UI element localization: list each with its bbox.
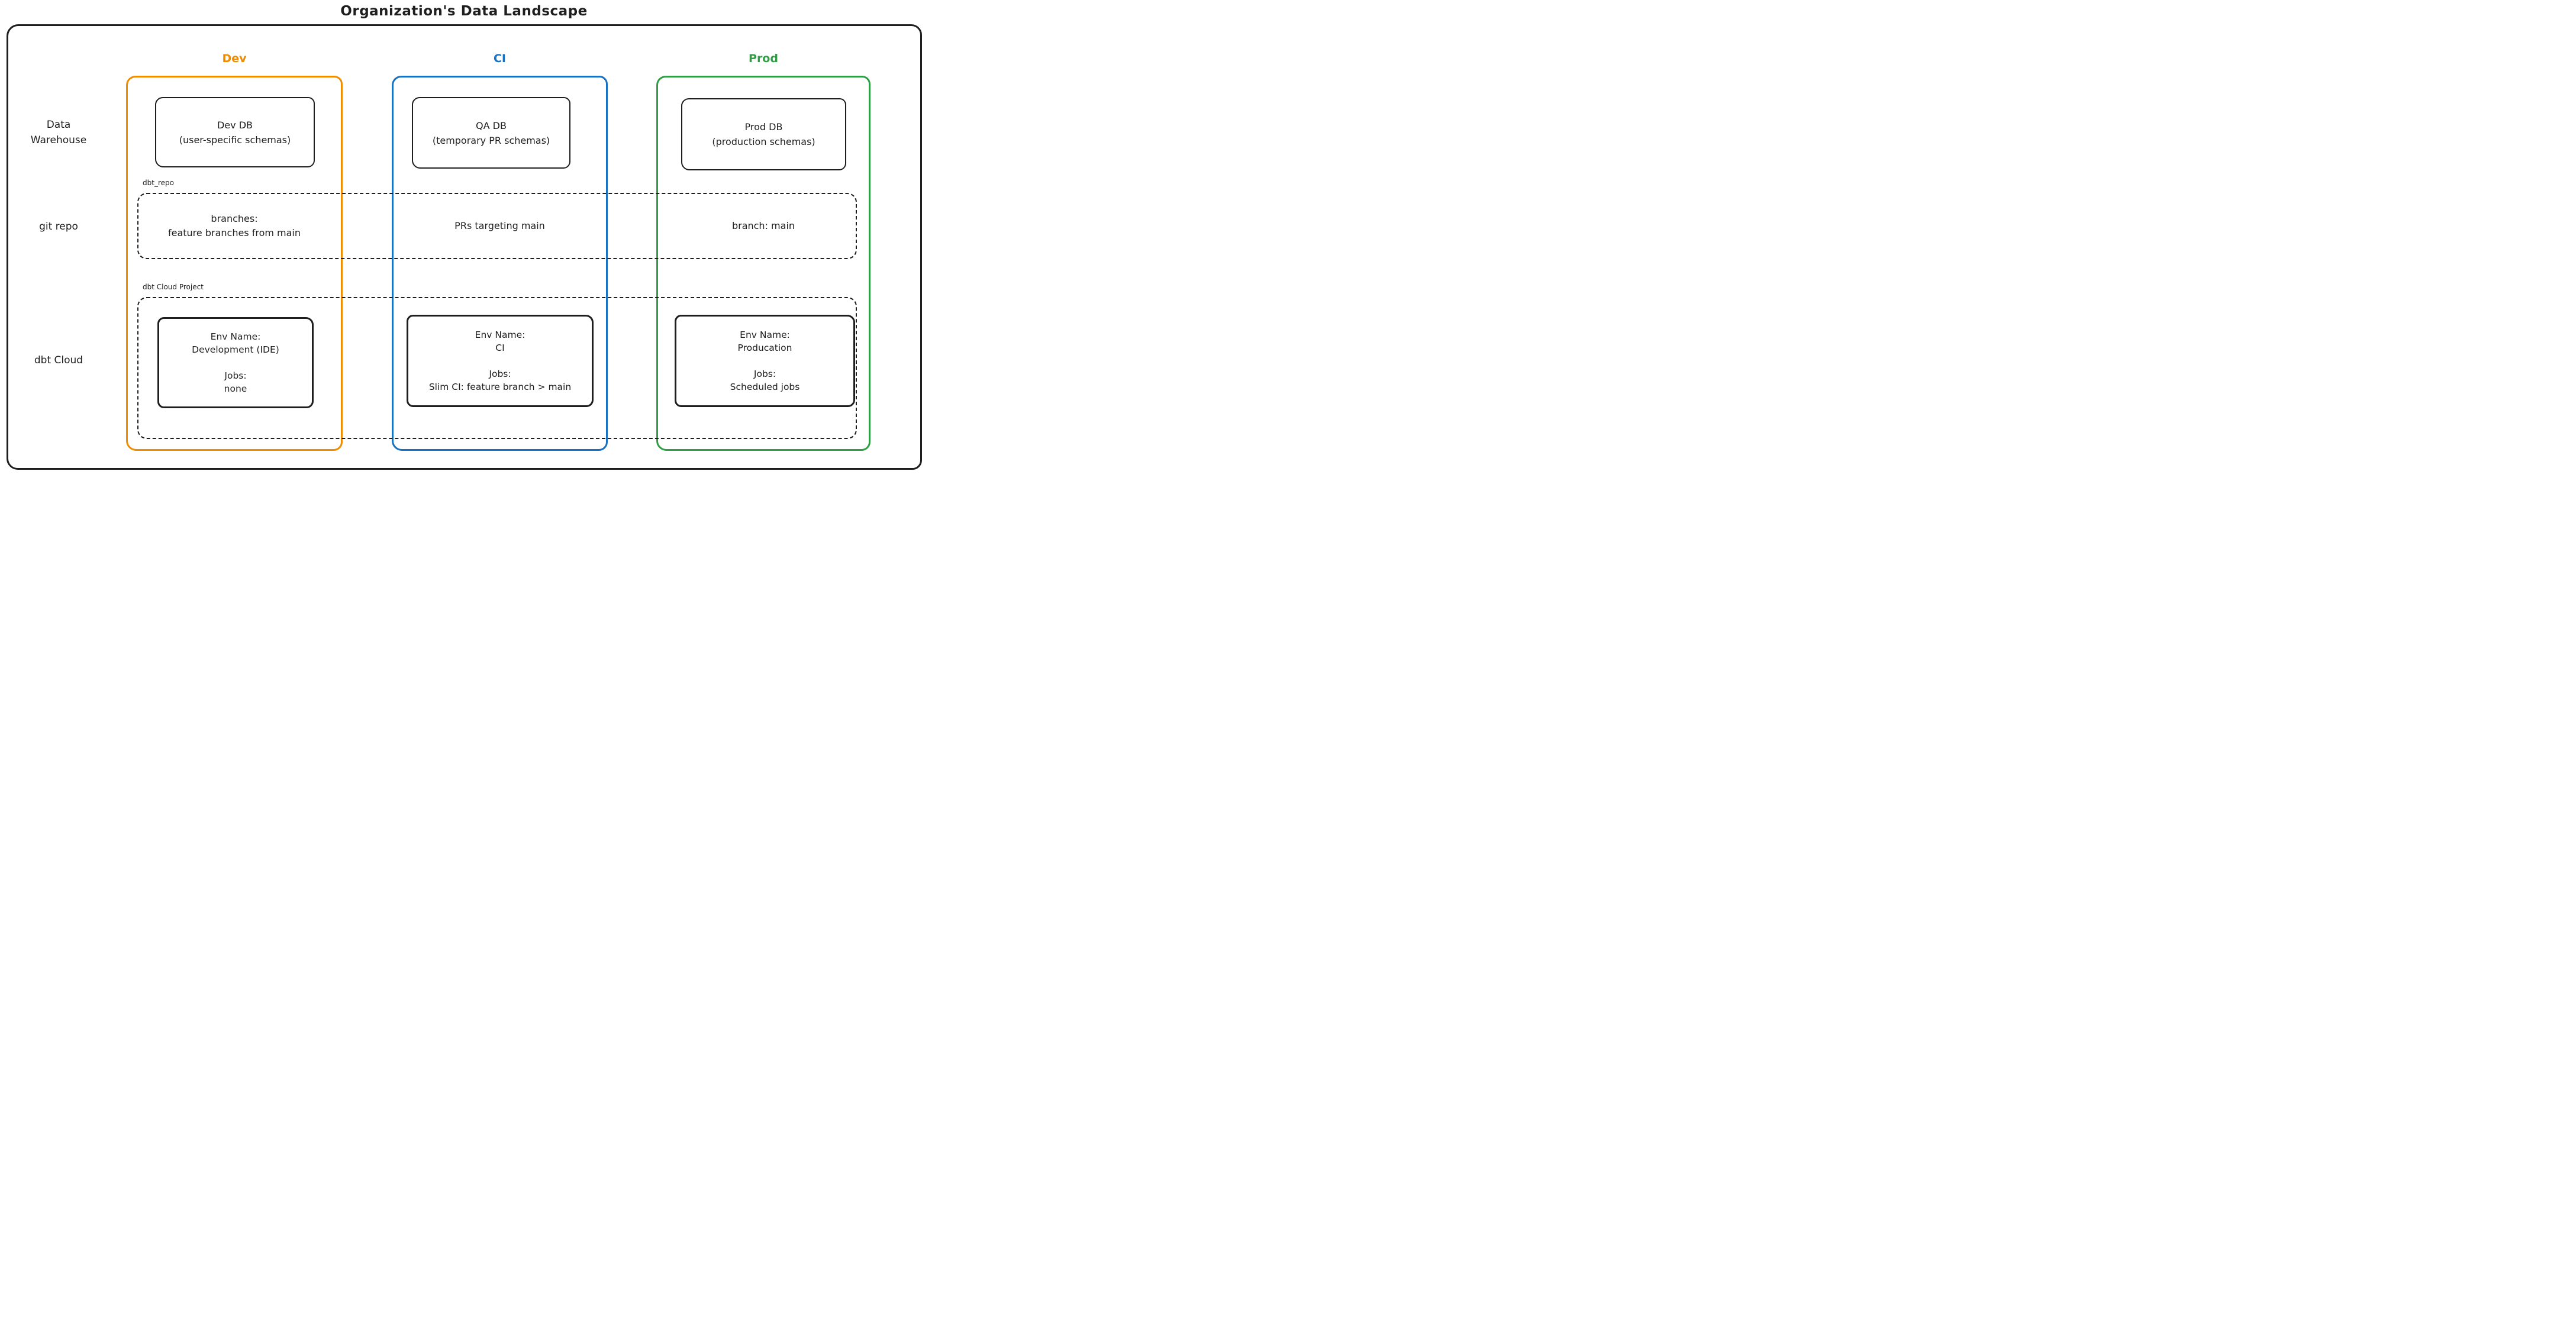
diagram-outer-frame — [7, 24, 922, 470]
ci-env-name: CI — [495, 343, 505, 353]
column-header-ci: CI — [493, 52, 506, 65]
row-label-dbt-cloud: dbt Cloud — [34, 354, 83, 366]
prod-git-text: branch: main — [731, 220, 795, 231]
qa-db-name: QA DB — [476, 120, 507, 131]
prod-column-frame — [656, 76, 871, 451]
ci-column-frame — [392, 76, 608, 451]
column-header-dev: Dev — [222, 52, 247, 65]
row-label-data-warehouse-line1: Data — [46, 119, 71, 131]
row-label-data-warehouse-line2: Warehouse — [30, 134, 87, 146]
diagram-canvas: Organization's Data Landscape Dev CI Pro… — [0, 0, 928, 474]
dbt-repo-label: dbt_repo — [143, 179, 174, 187]
ci-jobs-label: Jobs: — [489, 369, 511, 379]
ci-jobs-value: Slim CI: feature branch > main — [428, 382, 572, 392]
dev-env-box: Env Name: Development (IDE) Jobs: none — [157, 317, 314, 408]
prod-db-name: Prod DB — [744, 121, 783, 133]
dev-env-name: Development (IDE) — [192, 344, 279, 355]
dev-git-line2: feature branches from main — [167, 227, 301, 238]
prod-jobs-label: Jobs: — [753, 369, 776, 379]
dev-jobs-value: none — [224, 383, 247, 394]
dev-env-label: Env Name: — [210, 331, 261, 342]
qa-db-box: QA DB (temporary PR schemas) — [412, 97, 570, 169]
prod-env-name: Producation — [737, 343, 792, 353]
page-title: Organization's Data Landscape — [340, 4, 588, 19]
dev-git-text: branches: feature branches from main — [126, 212, 343, 240]
row-label-data-warehouse: Data Warehouse — [11, 117, 107, 148]
dev-column-frame — [126, 76, 343, 451]
prod-env-label: Env Name: — [740, 330, 790, 340]
dev-db-detail: (user-specific schemas) — [179, 134, 291, 146]
dbt-cloud-project-label: dbt Cloud Project — [143, 283, 204, 291]
ci-env-box: Env Name: CI Jobs: Slim CI: feature bran… — [407, 315, 594, 407]
prod-jobs-value: Scheduled jobs — [730, 382, 800, 392]
dev-jobs-label: Jobs: — [224, 370, 247, 381]
dev-db-box: Dev DB (user-specific schemas) — [155, 97, 315, 167]
column-header-prod: Prod — [749, 52, 778, 65]
prod-db-detail: (production schemas) — [712, 136, 815, 147]
dbt-cloud-project-dashed-box — [137, 297, 857, 439]
ci-env-label: Env Name: — [475, 330, 525, 340]
prod-env-box: Env Name: Producation Jobs: Scheduled jo… — [675, 315, 855, 407]
row-label-git-repo: git repo — [39, 221, 78, 233]
dev-git-line1: branches: — [211, 213, 258, 224]
dev-db-name: Dev DB — [217, 119, 253, 131]
ci-git-text: PRs targeting main — [454, 220, 545, 231]
dbt-repo-dashed-box — [137, 193, 857, 259]
qa-db-detail: (temporary PR schemas) — [432, 134, 550, 146]
prod-db-box: Prod DB (production schemas) — [681, 98, 846, 170]
